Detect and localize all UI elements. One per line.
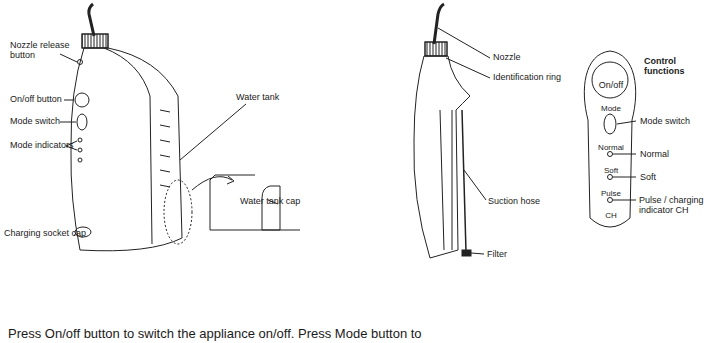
part-label: Mode indicators (10, 140, 74, 150)
control-text: Normal (583, 143, 639, 152)
body-text: Press On/off button to switch the applia… (8, 327, 422, 342)
part-label: Nozzle (493, 52, 521, 62)
part-label: Water tank cap (240, 196, 300, 206)
part-label: Charging socket cap (4, 228, 86, 238)
side-view (414, 4, 490, 258)
part-label: Pulse / charging indicator CH (639, 195, 711, 216)
part-label: Normal (640, 149, 669, 159)
part-label: Mode switch (640, 116, 690, 126)
part-label: Suction hose (488, 196, 540, 206)
part-label: Soft (640, 172, 656, 182)
control-text: Soft (583, 166, 639, 175)
part-label: Nozzle release button (10, 40, 72, 61)
part-label: Identification ring (493, 72, 561, 82)
part-label: Filter (487, 249, 507, 259)
front-view (60, 4, 300, 251)
control-text: Pulse (583, 189, 639, 198)
part-label: Water tank (236, 92, 279, 102)
control-text: CH (583, 211, 639, 220)
control-text: On/off (583, 80, 639, 90)
part-label: On/off button (10, 94, 62, 104)
control-text: Mode (583, 104, 639, 113)
control-panel: On/offModeNormalSoftPulseCH (583, 48, 639, 238)
part-label: Control functions (644, 56, 710, 77)
leader-lines (613, 121, 636, 200)
part-label: Mode switch (10, 116, 60, 126)
